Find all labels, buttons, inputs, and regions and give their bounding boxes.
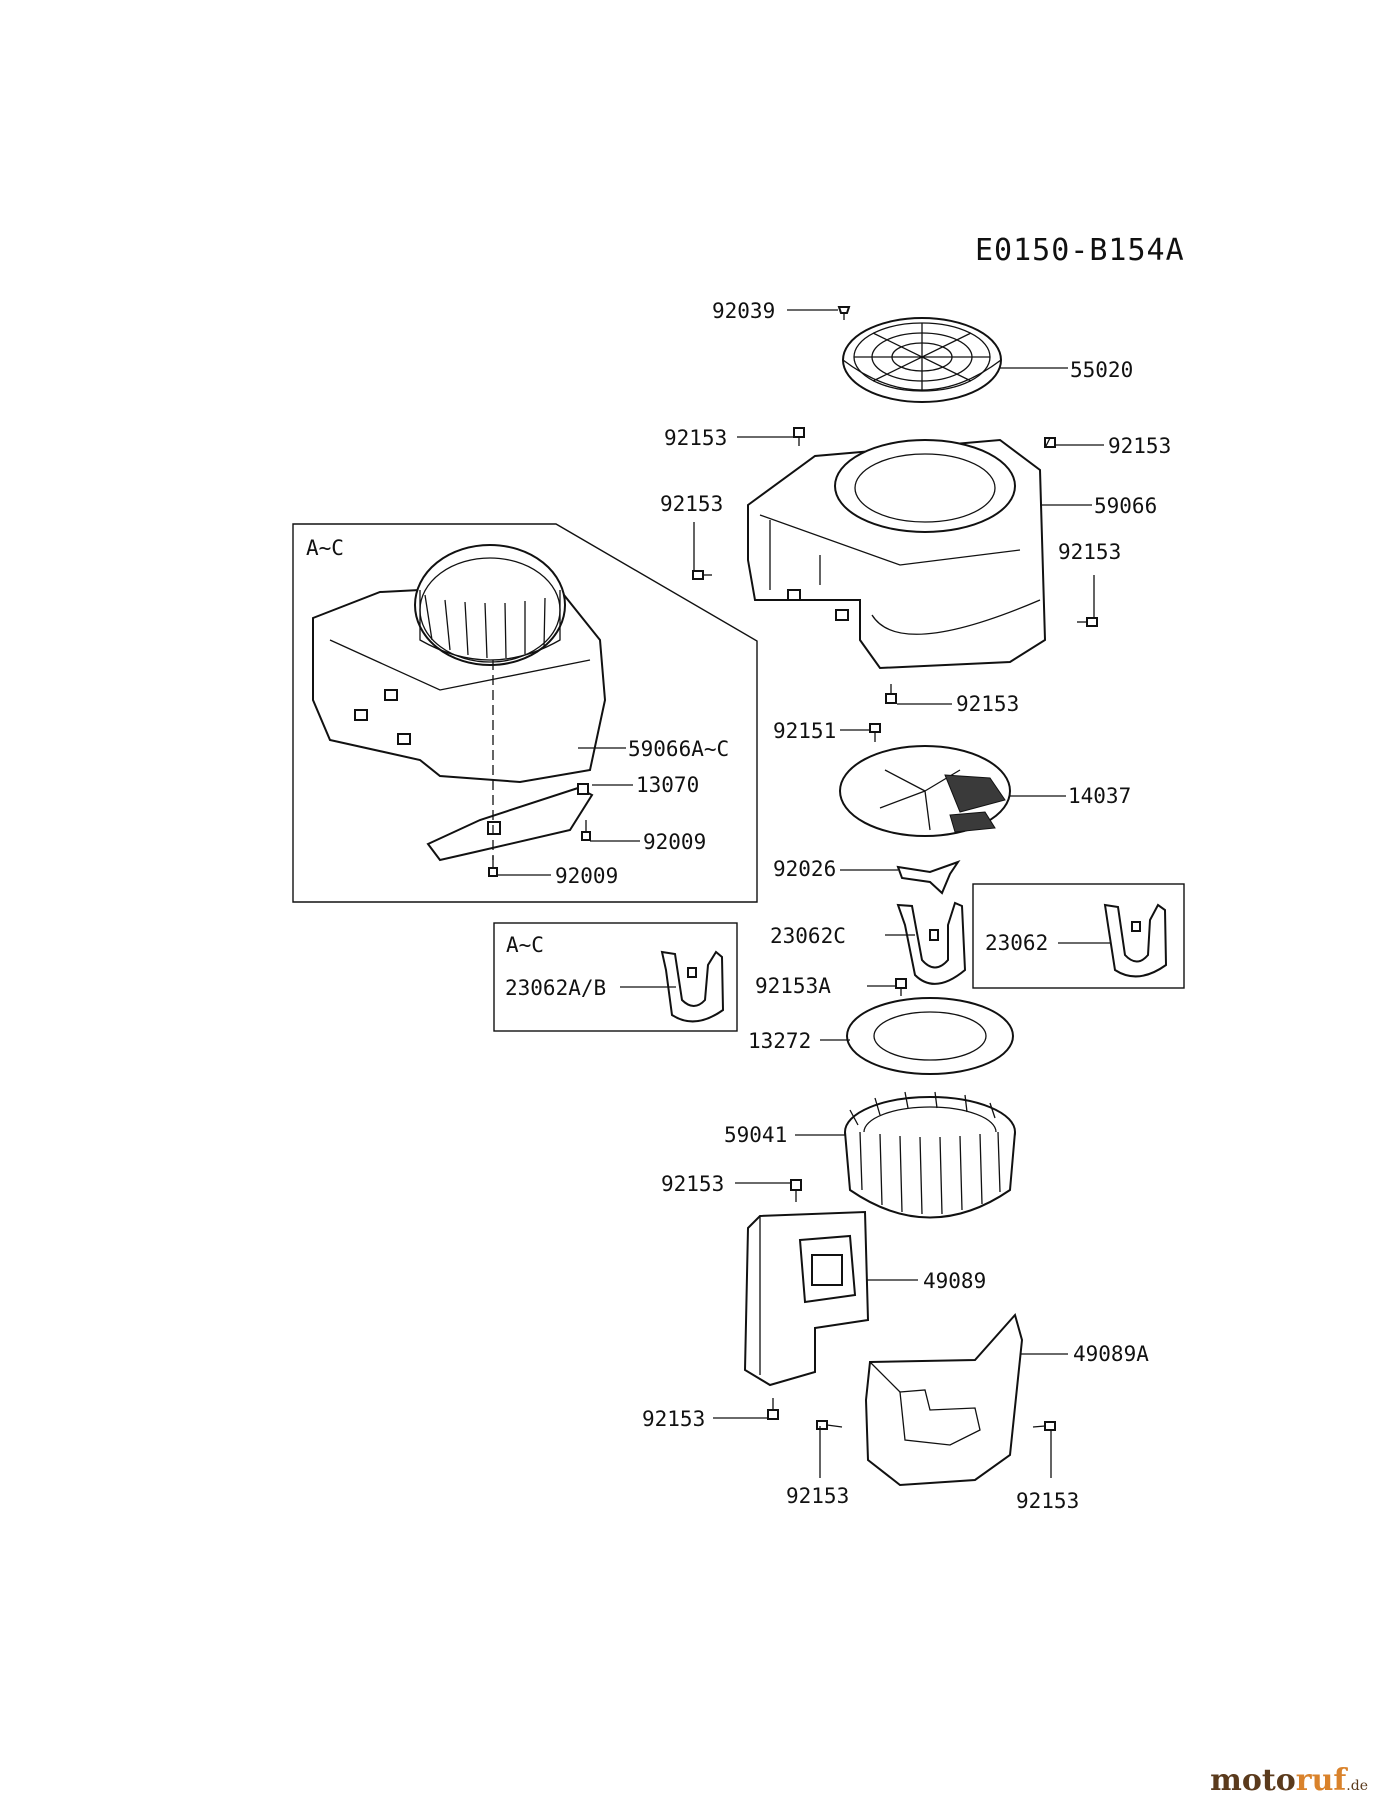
label-92009-b: 92009: [555, 864, 618, 888]
label-49089a: 49089A: [1073, 1342, 1149, 1366]
label-55020: 55020: [1070, 358, 1133, 382]
leader-lines: [498, 309, 1110, 1478]
part-92153-screw-c: [1044, 437, 1056, 448]
group-box-23062ab: [493, 922, 738, 1032]
part-92153-screw-b: [793, 427, 805, 446]
label-92153-a: 92153: [664, 426, 727, 450]
label-23062ab: 23062A/B: [505, 976, 606, 1000]
watermark-suffix: .de: [1346, 1778, 1368, 1794]
part-92009-screw-a: [581, 820, 591, 841]
part-92153-screw-j: [1032, 1421, 1056, 1431]
watermark-brand-light: ruf: [1295, 1763, 1347, 1798]
part-59066-blower-housing: [747, 438, 1047, 670]
label-59066: 59066: [1094, 494, 1157, 518]
label-92153-i: 92153: [1016, 1489, 1079, 1513]
part-92039-screw: [837, 306, 851, 320]
label-13272: 13272: [748, 1029, 811, 1053]
part-55020-screen: [842, 317, 1002, 403]
label-92009-a: 92009: [643, 830, 706, 854]
part-23062ab-bracket: [660, 950, 725, 1023]
part-13070-baffle: [426, 783, 594, 862]
part-59041-fan: [844, 1091, 1016, 1219]
part-49089-cover: [743, 1210, 870, 1387]
part-92153-screw-e: [1077, 617, 1098, 627]
label-92153-c: 92153: [660, 492, 723, 516]
label-14037: 14037: [1068, 784, 1131, 808]
label-92153-e: 92153: [956, 692, 1019, 716]
label-13070: 13070: [636, 773, 699, 797]
label-92153-d: 92153: [1058, 540, 1121, 564]
label-23062c: 23062C: [770, 924, 846, 948]
part-59066a-c-housing: [312, 544, 607, 784]
label-49089: 49089: [923, 1269, 986, 1293]
part-14037-plate: [839, 745, 1011, 837]
label-92153-h: 92153: [786, 1484, 849, 1508]
watermark-brand-dark: moto: [1210, 1763, 1296, 1798]
group-box-23062: [972, 883, 1185, 989]
group-box-a-c: [292, 523, 758, 903]
watermark-logo: motoruf.de: [1210, 1763, 1368, 1798]
part-92153-screw-g: [790, 1179, 802, 1202]
part-92153-screw-h: [767, 1398, 779, 1420]
group-label-a-c: A~C: [306, 536, 344, 560]
diagram-code: E0150-B154A: [975, 233, 1185, 268]
label-92153-g: 92153: [642, 1407, 705, 1431]
part-92153-screw-i: [816, 1420, 843, 1430]
label-92151: 92151: [773, 719, 836, 743]
label-92153a: 92153A: [755, 974, 831, 998]
part-92151-screw: [869, 723, 881, 742]
label-92039: 92039: [712, 299, 775, 323]
part-23062c-bracket: [896, 901, 967, 985]
part-23062-bracket: [1103, 903, 1168, 978]
label-23062: 23062: [985, 931, 1048, 955]
part-92009-screw-b: [488, 856, 498, 877]
part-92153-screw-d: [692, 570, 712, 580]
label-92153-b: 92153: [1108, 434, 1171, 458]
part-92026-spider: [896, 860, 961, 895]
part-49089a-cover: [864, 1312, 1024, 1487]
label-59041: 59041: [724, 1123, 787, 1147]
group-label-small-a-c: A~C: [506, 933, 544, 957]
part-labels: 92039 55020 92153 92153 59066 92153 9215…: [505, 299, 1171, 1513]
part-13272-ring: [846, 997, 1014, 1075]
label-92026: 92026: [773, 857, 836, 881]
part-92153-screw-f: [885, 684, 897, 704]
label-92153-f: 92153: [661, 1172, 724, 1196]
label-59066a-c: 59066A~C: [628, 737, 729, 761]
part-92153a-screw: [895, 978, 907, 996]
